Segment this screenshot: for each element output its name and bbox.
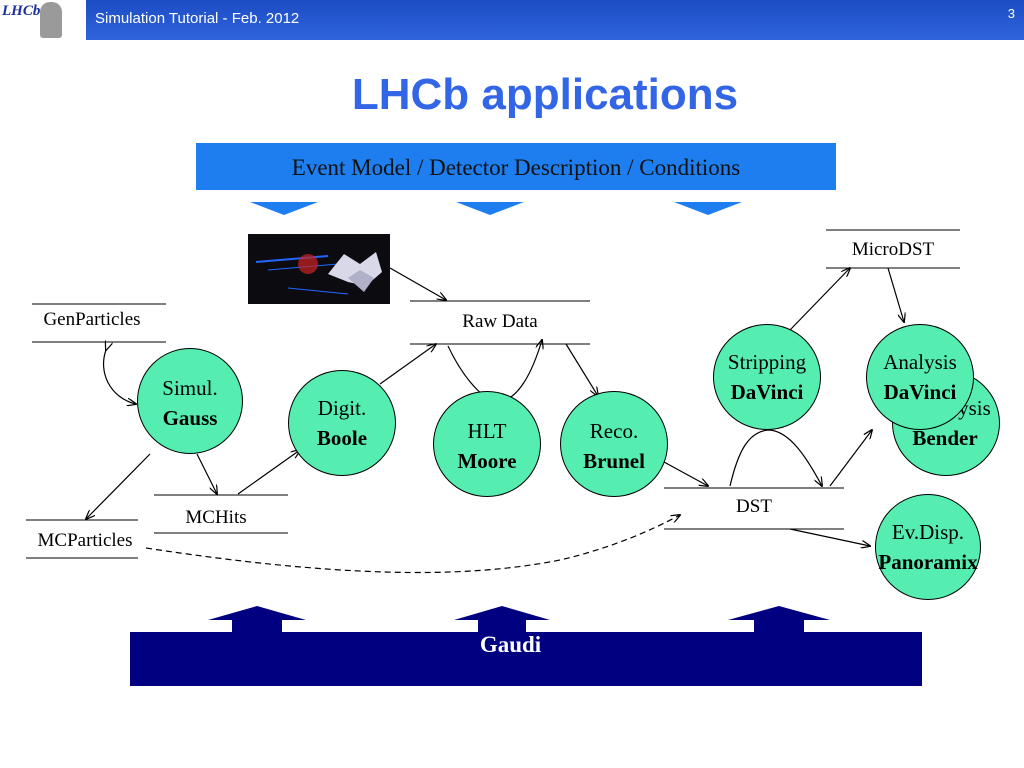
- davinci-analysis-name: DaVinci: [883, 380, 957, 404]
- gauss-task: Simul.: [162, 376, 218, 400]
- brunel-node: Reco. Brunel: [560, 391, 668, 497]
- up-arrow-right-stem: [754, 619, 804, 633]
- mcparticles-store: MCParticles: [37, 530, 133, 551]
- gauss-name: Gauss: [162, 406, 218, 430]
- moore-name: Moore: [457, 449, 517, 473]
- arrow-boole-rawdata: [379, 344, 436, 385]
- header-bar: LHCb Simulation Tutorial - Feb. 2012 3: [0, 0, 1024, 40]
- arrow-gauss-mcparticles: [86, 453, 151, 519]
- davinci-stripping-name: DaVinci: [730, 380, 804, 404]
- arrow-mchits-boole: [237, 450, 300, 495]
- arrow-stripping-microdst: [789, 268, 850, 331]
- microdst-store: MicroDST: [851, 239, 935, 260]
- arrow-dst-analysis: [829, 430, 872, 487]
- genparticles-store: GenParticles: [43, 309, 141, 330]
- arrow-dst-panoramix: [789, 528, 870, 546]
- down-arrow-middle: [456, 202, 524, 215]
- event-display-thumbnail: [248, 234, 390, 304]
- event-model-banner: Event Model / Detector Description / Con…: [196, 143, 836, 190]
- davinci-stripping-task: Stripping: [727, 350, 807, 374]
- boole-name: Boole: [316, 426, 368, 450]
- lhcb-logo-text: LHCb: [2, 3, 41, 19]
- davinci-analysis-task: Analysis: [883, 350, 957, 374]
- up-arrow-left: [208, 606, 306, 620]
- gaudi-label: Gaudi: [479, 632, 542, 657]
- davinci-analysis-node: Analysis DaVinci: [866, 324, 974, 430]
- arrow-gauss-mchits: [196, 453, 217, 494]
- brunel-name: Brunel: [583, 449, 645, 473]
- arrow-stripping-loop: [729, 429, 822, 486]
- bender-name: Bender: [912, 426, 978, 450]
- arrow-rawdata-brunel: [565, 343, 598, 396]
- moore-task: HLT: [467, 419, 507, 443]
- davinci-stripping-node: Stripping DaVinci: [713, 324, 821, 430]
- up-arrow-middle-stem: [478, 619, 526, 633]
- rawdata-store: Raw Data: [462, 311, 538, 332]
- brunel-task: Reco.: [589, 419, 639, 443]
- gaudi-framework-bar: [130, 632, 922, 686]
- arrow-brunel-dst: [663, 461, 708, 486]
- dst-store: DST: [736, 496, 772, 517]
- slide-number: 3: [1007, 6, 1015, 21]
- arrow-genparticles-gauss: [102, 350, 136, 404]
- arrow-thumbnail-rawdata: [389, 267, 446, 300]
- portrait-image: [40, 2, 62, 38]
- down-arrow-left: [250, 202, 318, 215]
- moore-node: HLT Moore: [433, 391, 541, 497]
- gauss-node: Simul. Gauss: [137, 348, 243, 454]
- up-arrow-right: [728, 606, 830, 620]
- down-arrow-right: [674, 202, 742, 215]
- banner-label: Event Model / Detector Description / Con…: [291, 155, 741, 180]
- panoramix-node: Ev.Disp. Panoramix: [875, 494, 981, 600]
- up-arrow-left-stem: [232, 619, 282, 633]
- presentation-title: Simulation Tutorial - Feb. 2012: [95, 10, 300, 27]
- boole-task: Digit.: [317, 396, 367, 420]
- mchits-store: MCHits: [185, 507, 247, 528]
- boole-node: Digit. Boole: [288, 370, 396, 476]
- slide-title: LHCb applications: [351, 70, 739, 119]
- panoramix-task: Ev.Disp.: [891, 520, 965, 544]
- up-arrow-middle: [454, 606, 550, 620]
- arrow-mcparticles-dst-dashed: [145, 515, 680, 574]
- arrow-microdst-analysis: [887, 267, 904, 322]
- lhcb-logo: LHCb: [0, 0, 86, 40]
- panoramix-name: Panoramix: [878, 550, 978, 574]
